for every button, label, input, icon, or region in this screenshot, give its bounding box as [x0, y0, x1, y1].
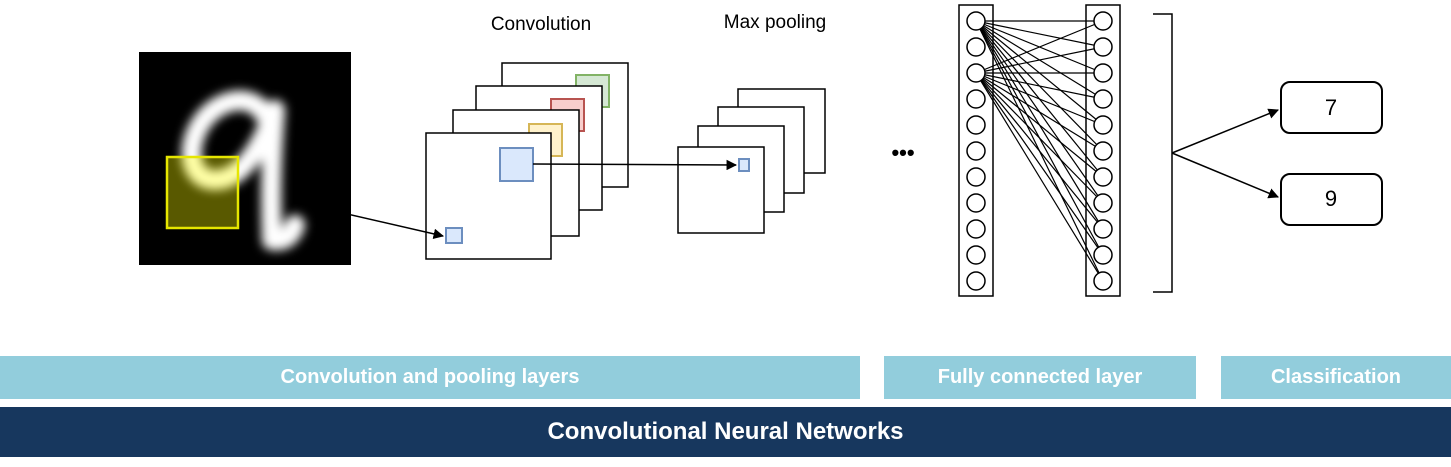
band-fully-connected: Fully connected layer [884, 356, 1196, 399]
output-box-7: 7 [1280, 81, 1383, 134]
max-pooling-maps [677, 88, 826, 234]
fc-left-neuron [966, 193, 986, 213]
fc-left-neuron [966, 245, 986, 265]
fc-connection [975, 72, 1104, 256]
fc-right-neuron [1093, 271, 1113, 291]
cnn-diagram: Convolution Max pooling ••• 7 9 [139, 4, 1383, 297]
fc-left-neuron [966, 89, 986, 109]
fc-left-neuron [966, 37, 986, 57]
fc-right-neuron [1093, 37, 1113, 57]
fc-connection [975, 72, 1104, 178]
fc-connection [975, 46, 1104, 74]
conv-output-cell [445, 227, 463, 244]
fc-connection [975, 72, 1104, 282]
fc-left-neuron [966, 63, 986, 83]
output-box-9: 9 [1280, 173, 1383, 226]
output-label-9: 9 [1325, 186, 1337, 211]
fc-connection [975, 72, 1104, 100]
convolution-feature-maps [425, 62, 629, 260]
arrow-input-to-conv [294, 201, 445, 240]
input-digit-image [139, 52, 351, 265]
fc-right-neuron [1093, 219, 1113, 239]
fc-left-neuron [966, 11, 986, 31]
arrow-to-output-7 [1171, 108, 1279, 154]
arrow-to-output-9 [1171, 152, 1279, 199]
max-pooling-label: Max pooling [724, 12, 826, 33]
ellipsis-label: ••• [891, 140, 914, 165]
fc-left-neuron [966, 141, 986, 161]
fc-connection [975, 20, 1104, 74]
fc-right-neuron [1093, 115, 1113, 135]
fc-right-neuron [1093, 245, 1113, 265]
fc-right-neuron [1093, 193, 1113, 213]
fc-right-neuron [1093, 63, 1113, 83]
output-label-7: 7 [1325, 95, 1337, 120]
band-conv-pool: Convolution and pooling layers [0, 356, 860, 399]
fc-left-neuron [966, 115, 986, 135]
receptive-field-highlight [165, 155, 240, 230]
fc-left-neuron [966, 219, 986, 239]
fully-connected-layer [958, 4, 1121, 297]
band-cnn-title: Convolutional Neural Networks [0, 407, 1451, 457]
band-classification: Classification [1221, 356, 1451, 399]
filter-blue [499, 147, 534, 182]
fc-right-neuron [1093, 89, 1113, 109]
fc-left-neuron [966, 167, 986, 187]
fc-connection [975, 72, 1104, 152]
arrow-conv-to-pool [532, 159, 738, 171]
convolution-label: Convolution [491, 14, 591, 35]
pool-output-cell [738, 158, 750, 172]
fc-connection [975, 72, 1104, 204]
fc-connection [975, 20, 1104, 48]
fc-right-neuron [1093, 141, 1113, 161]
fc-right-neuron [1093, 167, 1113, 187]
fc-right-neuron [1093, 11, 1113, 31]
fc-connection [975, 72, 1104, 230]
fc-left-neuron [966, 271, 986, 291]
bracket [1153, 13, 1173, 293]
fc-connection [975, 72, 1104, 126]
